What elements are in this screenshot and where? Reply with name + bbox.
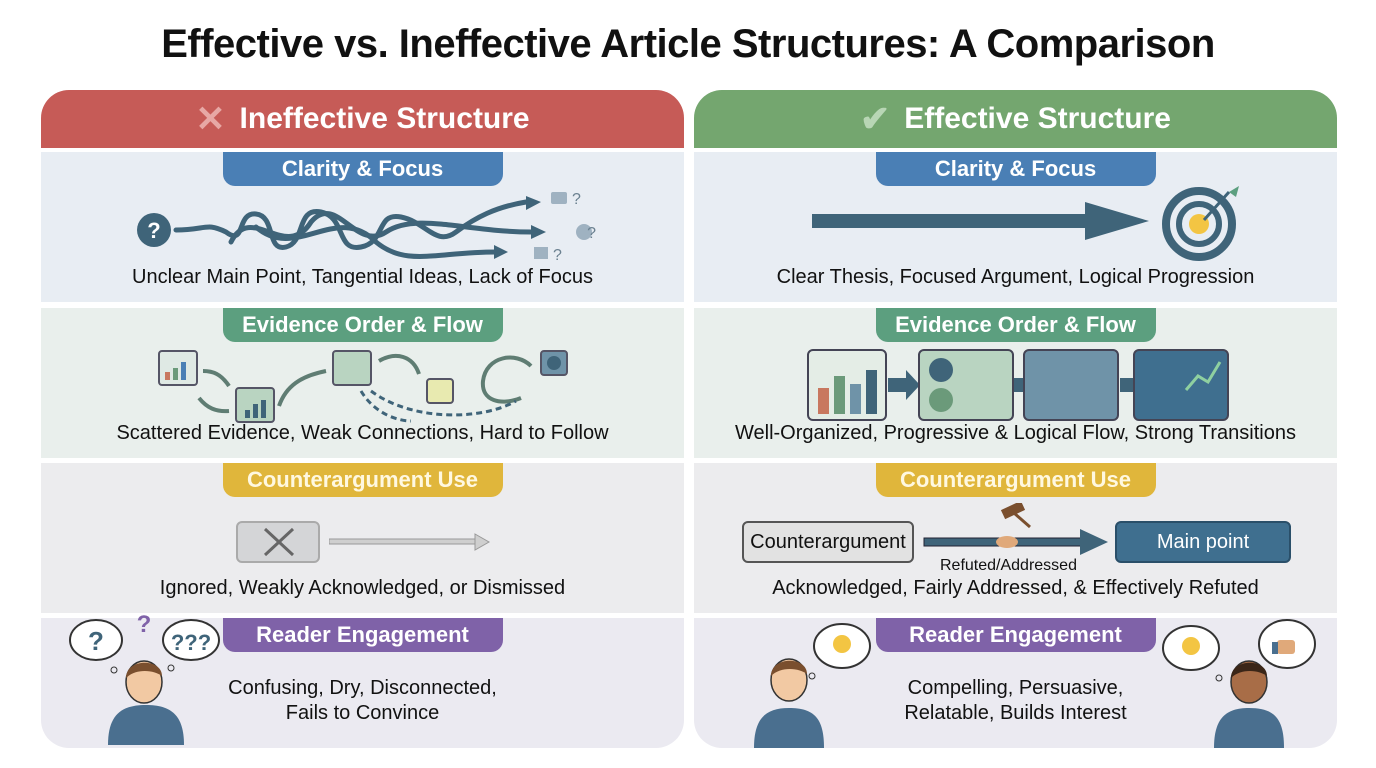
counterargument-pill: Counterargument Use bbox=[222, 463, 503, 497]
weak-arrow-icon bbox=[329, 533, 491, 551]
left-engagement-section: Reader Engagement ? ? ??? Confusing, Dry… bbox=[41, 611, 684, 748]
left-clarity-section: Clarity & Focus ? ? ? ? Unclear Main Poi… bbox=[41, 152, 684, 302]
progressive-evidence-icon bbox=[807, 349, 1229, 421]
reader-engagement-pill: Reader Engagement bbox=[222, 618, 503, 652]
right-counterargument-caption: Acknowledged, Fairly Addressed, & Effect… bbox=[772, 577, 1259, 599]
satisfied-reader-icon bbox=[1162, 619, 1316, 748]
right-evidence-section: Evidence Order & Flow Well-Organized, Pr… bbox=[694, 308, 1337, 458]
right-counterargument-section: Counterargument Use Counterargument Refu… bbox=[694, 463, 1337, 613]
x-icon: ✕ bbox=[195, 98, 226, 139]
evidence-flow-pill: Evidence Order & Flow bbox=[222, 308, 503, 342]
counterargument-box: Counterargument bbox=[742, 521, 914, 563]
effective-header: ✔ Effective Structure bbox=[694, 90, 1337, 148]
left-evidence-caption: Scattered Evidence, Weak Connections, Ha… bbox=[116, 422, 609, 444]
effective-column: ✔ Effective Structure Clarity & Focus Cl… bbox=[694, 90, 1337, 748]
svg-text:?: ? bbox=[137, 611, 152, 638]
refute-arrow-icon bbox=[923, 503, 1108, 555]
left-evidence-section: Evidence Order & Flow Scattered Evidenc bbox=[41, 308, 684, 458]
scattered-evidence-icon bbox=[158, 350, 568, 423]
refuted-addressed-label: Refuted/Addressed bbox=[940, 557, 1077, 574]
clarity-focus-pill: Clarity & Focus bbox=[222, 152, 503, 186]
thinking-reader-icon bbox=[754, 623, 871, 748]
counterargument-pill: Counterargument Use bbox=[875, 463, 1156, 497]
right-evidence-caption: Well-Organized, Progressive & Logical Fl… bbox=[735, 422, 1296, 444]
right-clarity-caption: Clear Thesis, Focused Argument, Logical … bbox=[776, 266, 1255, 288]
svg-text:???: ??? bbox=[171, 630, 211, 655]
right-clarity-section: Clarity & Focus Clear Thesis, Focused Ar… bbox=[694, 152, 1337, 302]
right-engagement-section: Reader Engagement Compelling, Persuasive… bbox=[694, 618, 1337, 748]
ineffective-column: ✕ Ineffective Structure Clarity & Focus … bbox=[41, 90, 684, 748]
right-engagement-caption: Compelling, Persuasive, Relatable, Build… bbox=[904, 677, 1127, 724]
left-counterargument-caption: Ignored, Weakly Acknowledged, or Dismiss… bbox=[159, 577, 566, 599]
clarity-focus-pill: Clarity & Focus bbox=[875, 152, 1156, 186]
ineffective-header-label: Ineffective Structure bbox=[239, 102, 530, 135]
svg-text:?: ? bbox=[147, 218, 160, 243]
main-point-box: Main point bbox=[1115, 521, 1291, 563]
check-icon: ✔ bbox=[860, 98, 891, 139]
left-engagement-caption: Confusing, Dry, Disconnected, Fails to C… bbox=[228, 677, 497, 724]
left-counterargument-section: Counterargument Use Ignored, Weakly Ackn… bbox=[41, 463, 684, 613]
straight-arrow-to-target-icon bbox=[812, 186, 1239, 261]
effective-header-label: Effective Structure bbox=[904, 102, 1171, 135]
reader-engagement-pill: Reader Engagement bbox=[875, 618, 1156, 652]
page-title: Effective vs. Ineffective Article Struct… bbox=[161, 22, 1215, 66]
svg-text:?: ? bbox=[587, 225, 596, 242]
left-clarity-caption: Unclear Main Point, Tangential Ideas, La… bbox=[132, 266, 593, 288]
svg-text:?: ? bbox=[553, 247, 562, 264]
svg-text:?: ? bbox=[88, 626, 104, 656]
svg-text:?: ? bbox=[572, 192, 581, 208]
tangled-path-icon: ? ? ? ? bbox=[137, 192, 596, 264]
confused-reader-icon: ? ? ??? bbox=[69, 611, 220, 745]
ineffective-header: ✕ Ineffective Structure bbox=[41, 90, 684, 148]
crossed-out-icon bbox=[263, 527, 295, 557]
evidence-flow-pill: Evidence Order & Flow bbox=[875, 308, 1156, 342]
